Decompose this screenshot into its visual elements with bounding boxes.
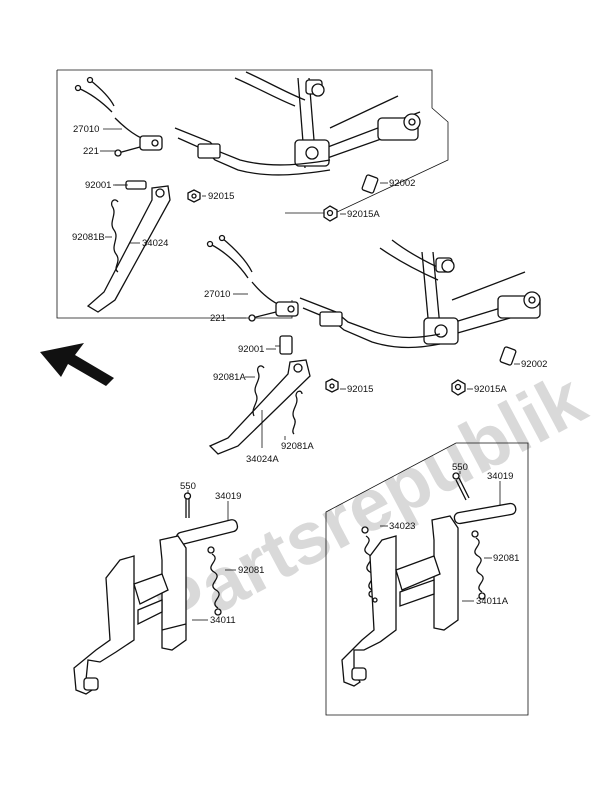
- callout-92015a-b: 92015A: [474, 384, 507, 395]
- callout-92015-b: 92015: [347, 384, 373, 395]
- callout-221-a: 221: [83, 146, 99, 157]
- callouts-b: 27010 221 92001 92081A 92015 92081A 3402…: [204, 289, 547, 465]
- callout-92001-b: 92001: [238, 344, 264, 355]
- center-stand-assembly: [73, 492, 239, 695]
- callout-34011a-d: 34011A: [476, 596, 509, 607]
- callout-92002-a: 92002: [389, 178, 415, 189]
- frame-lower-right: [325, 442, 529, 716]
- center-stand-assembly-a: [341, 472, 517, 687]
- side-stand-assembly-a: [74, 71, 421, 313]
- callout-92015-a: 92015: [208, 191, 234, 202]
- callout-27010-b: 27010: [204, 289, 230, 300]
- callout-92001-a: 92001: [85, 180, 111, 191]
- callout-92081a-bottom-b: 92081A: [281, 441, 314, 452]
- leader-lines-c: [187, 490, 236, 621]
- callout-34024a-b: 34024A: [246, 454, 279, 465]
- callout-27010-a: 27010: [73, 124, 99, 135]
- callout-34019-d: 34019: [487, 471, 513, 482]
- callout-92015a-a: 92015A: [347, 209, 380, 220]
- callout-92081-d: 92081: [493, 553, 519, 564]
- callout-34011-c: 34011: [210, 615, 236, 626]
- side-stand-assembly-b: [206, 234, 541, 455]
- callout-550-d: 550: [452, 462, 468, 473]
- callouts-c: 550 34019 92081 34011: [180, 481, 264, 626]
- leader-lines-d: [380, 471, 501, 602]
- front-direction-arrow-icon: [40, 343, 114, 386]
- leader-lines-a: [100, 128, 388, 244]
- callout-34023-d: 34023: [389, 521, 415, 532]
- callout-92081a-top-b: 92081A: [213, 372, 246, 383]
- leader-lines-b: [227, 293, 520, 448]
- callout-550-c: 550: [180, 481, 196, 492]
- callout-221-b: 221: [210, 313, 226, 324]
- callout-34019-c: 34019: [215, 491, 241, 502]
- callout-92081-c: 92081: [238, 565, 264, 576]
- callouts-a: 27010 221 92001 92015 92081B 34024 92002…: [72, 124, 415, 249]
- callout-92081b-a: 92081B: [72, 232, 105, 243]
- callout-92002-b: 92002: [521, 359, 547, 370]
- callout-34024-a: 34024: [142, 238, 168, 249]
- watermark-text: Partsrepublik: [142, 356, 599, 652]
- callouts-d: 550 34019 34023 92081 34011A: [389, 462, 519, 607]
